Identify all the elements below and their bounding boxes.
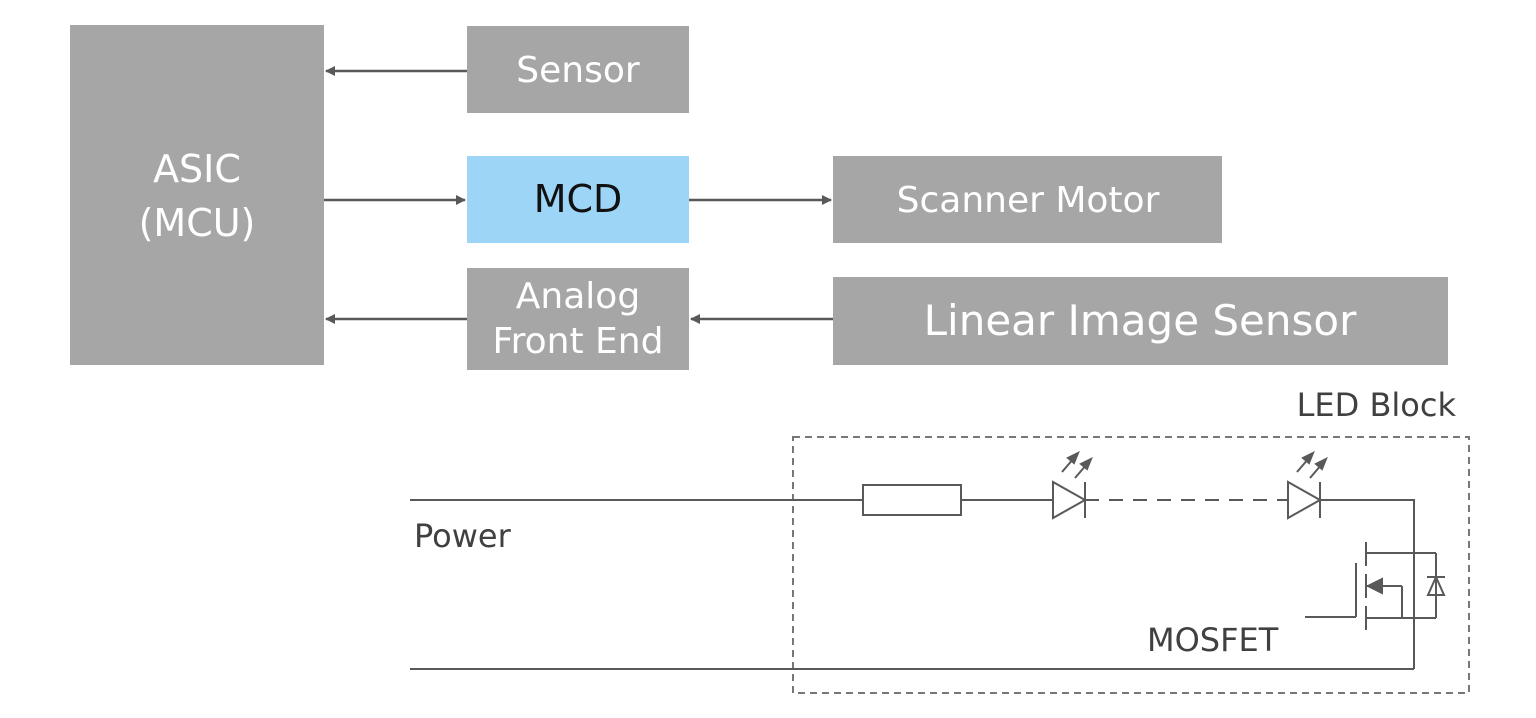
scanner-motor-label: Scanner Motor (897, 180, 1160, 221)
asic-mcu-block: ASIC (MCU) (70, 25, 324, 365)
asic-label-line2: (MCU) (139, 201, 256, 245)
afe-label-line1: Analog (516, 276, 640, 317)
led-block-boundary (792, 436, 1470, 694)
mosfet-icon (1305, 542, 1446, 669)
power-label: Power (414, 517, 512, 555)
scanner-motor-block: Scanner Motor (833, 156, 1222, 243)
mcd-label: MCD (534, 177, 623, 221)
resistor-symbol (862, 484, 962, 516)
linear-image-sensor-label: Linear Image Sensor (924, 296, 1357, 345)
mosfet-label: MOSFET (1147, 621, 1279, 659)
sensor-block: Sensor (467, 26, 689, 113)
drain-wire (1320, 499, 1415, 553)
asic-label-line1: ASIC (153, 147, 241, 191)
led-block-label: LED Block (1297, 386, 1457, 424)
led-2-icon (1287, 450, 1328, 520)
led-1-icon (1052, 450, 1093, 520)
linear-image-sensor-block: Linear Image Sensor (833, 277, 1448, 365)
afe-label-line2: Front End (493, 321, 664, 362)
analog-front-end-block: Analog Front End (467, 268, 689, 370)
sensor-label: Sensor (516, 50, 640, 91)
mcd-block: MCD (467, 156, 689, 243)
